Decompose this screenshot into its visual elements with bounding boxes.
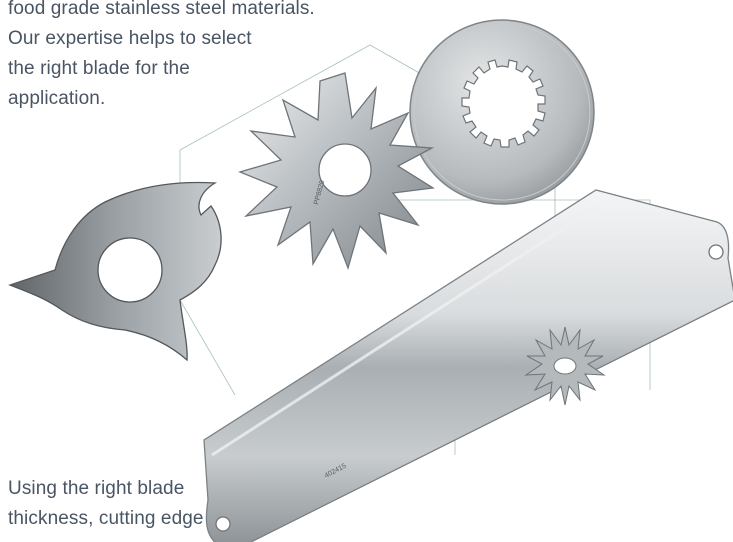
bottom-paragraph: Using the right blade thickness, cutting…	[8, 474, 204, 534]
bottom-line: thickness, cutting edge	[8, 508, 204, 529]
bottom-line: Using the right blade	[8, 478, 185, 499]
intro-line: the right blade for the	[8, 58, 190, 79]
spline-disk-blade	[409, 19, 595, 205]
small-star-blade	[524, 326, 606, 406]
intro-line: Our expertise helps to select	[8, 28, 252, 49]
intro-paragraph: food grade stainless steel materials. Ou…	[8, 0, 315, 114]
intro-line: food grade stainless steel materials.	[8, 0, 315, 19]
long-straight-blade: 402415	[203, 189, 733, 542]
intro-line: application.	[8, 88, 106, 109]
star-blade: PP8829	[238, 72, 435, 271]
three-wing-blade	[8, 181, 222, 362]
